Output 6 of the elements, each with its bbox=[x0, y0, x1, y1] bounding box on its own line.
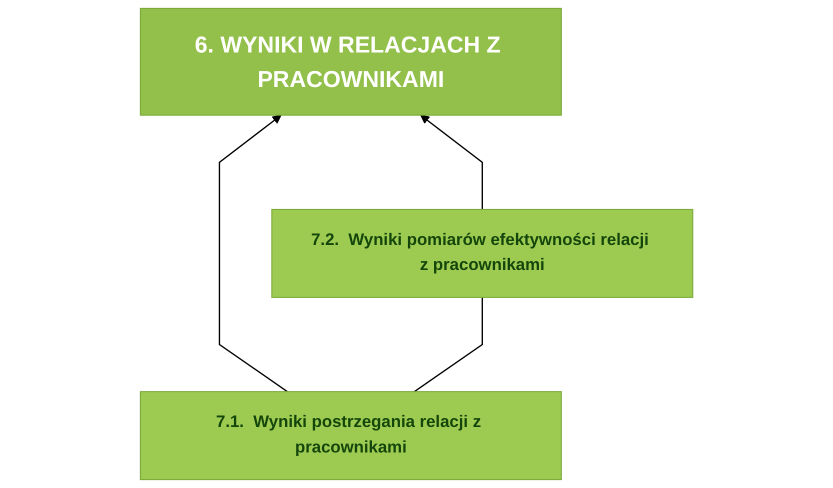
arrow bbox=[420, 114, 483, 210]
arrow bbox=[218, 114, 288, 392]
node-box: 6. WYNIKI W RELACJACH Z PRACOWNIKAMI bbox=[140, 8, 562, 116]
connector bbox=[414, 297, 483, 392]
node-box: 7.2. Wyniki pomiarów efektywności relacji z pracownikami bbox=[271, 208, 694, 298]
node-box: 7.1. Wyniki postrzegania relacji z pracownikami bbox=[140, 391, 562, 480]
